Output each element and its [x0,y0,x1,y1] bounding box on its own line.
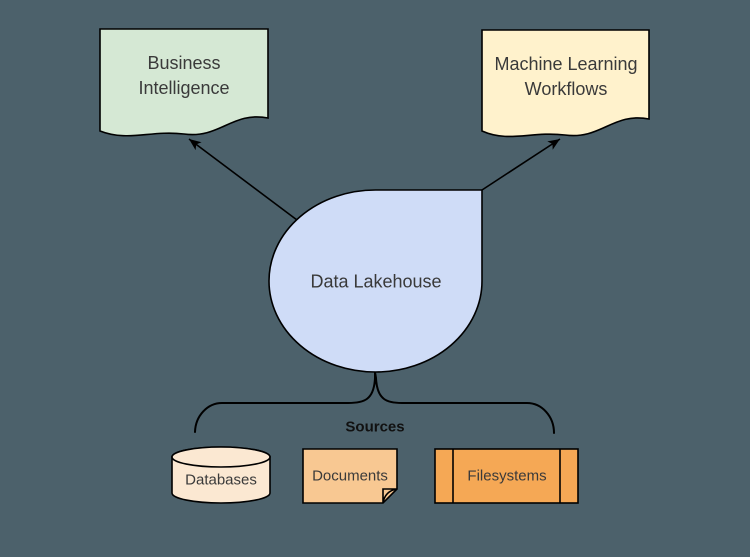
edge-lakehouse-to-ml-workflows [481,138,561,191]
node-data-lakehouse-shape [268,189,483,373]
node-documents-fold-icon [382,488,398,504]
node-filesystems-shape [434,448,579,504]
node-business-intelligence-shape [99,28,269,137]
sources-bracket [194,371,555,434]
edge-lakehouse-to-business-intelligence [188,138,298,221]
node-ml-workflows-shape [481,29,650,138]
node-databases-top-rim [171,446,271,468]
node-documents-shape [302,448,398,504]
